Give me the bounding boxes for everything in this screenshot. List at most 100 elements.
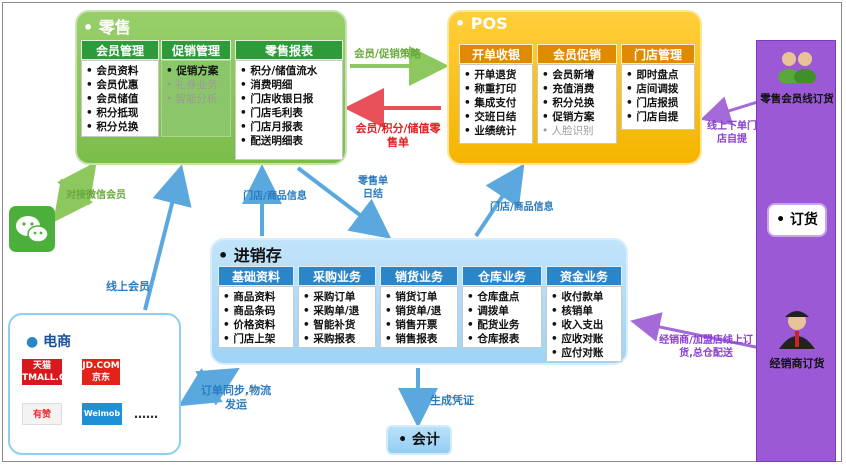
pos-col-store: 门店管理 即时盘点店间调拨门店报损门店自提 (621, 44, 695, 130)
col-header: 零售报表 (235, 40, 343, 60)
col-body: 促销方案礼券业务智能分析 (161, 60, 231, 137)
list-item: 会员储值 (86, 92, 158, 106)
pos-col-member: 会员促销 会员新增充值消费积分兑换促销方案人脸识别 (537, 44, 617, 144)
list-item: 交班日结 (464, 110, 532, 124)
list-item: 销货订单 (385, 290, 457, 304)
list-item: 门店收银日报 (240, 92, 342, 106)
members-icon (778, 52, 816, 83)
retail-member-label: 零售会员线订货 (760, 93, 834, 105)
col-header: 销货业务 (380, 266, 458, 286)
list-item: 销货单/退 (385, 304, 457, 318)
list-item: 促销方案 (542, 110, 616, 124)
list-item: 积分/储值流水 (240, 64, 342, 78)
label-online-pickup: 线上下单门店自提 (707, 121, 757, 145)
retail-group: • 零售 会员管理 会员资料会员优惠会员储值积分抵现积分兑换 促销管理 促销方案… (75, 10, 347, 165)
label-wechat: 对接微信会员 (66, 190, 126, 201)
arrow-wechat-retail-back (53, 168, 94, 223)
list-item: 调拨单 (467, 304, 541, 318)
list-item: 开单退货 (464, 68, 532, 82)
col-body: 开单退货称重打印集成支付交班日结业绩统计 (459, 64, 533, 144)
list-item: 集成支付 (464, 96, 532, 110)
list-item: 消费明细 (240, 78, 342, 92)
label-order-sync: 订单同步,物流发运 (200, 384, 272, 411)
list-item: 商品条码 (223, 304, 293, 318)
retail-col-promo: 促销管理 促销方案礼券业务智能分析 (161, 40, 231, 137)
jd-logo: JD.COM 京东 (82, 359, 120, 385)
list-item: 门店上架 (223, 332, 293, 346)
label-store-goods-right: 门店/商品信息 (490, 202, 554, 213)
arrow-inv-ec (178, 368, 235, 407)
col-body: 会员资料会员优惠会员储值积分抵现积分兑换 (81, 60, 159, 137)
arrow-ec-retail (143, 164, 192, 311)
list-item: 积分兑换 (86, 120, 158, 134)
list-item: 人脸识别 (542, 124, 616, 138)
tmall-logo: 天猫 TMALL.COM (22, 359, 83, 385)
list-item: 会员新增 (542, 68, 616, 82)
col-body: 积分/储值流水消费明细门店收银日报门店毛利表门店月报表配送明细表 (235, 60, 343, 160)
retail-title: • 零售 (83, 18, 131, 37)
col-body: 销货订单销货单/退销售开票销售报表 (380, 286, 458, 348)
retail-col-member: 会员管理 会员资料会员优惠会员储值积分抵现积分兑换 (81, 40, 159, 137)
list-item: 销售报表 (385, 332, 457, 346)
label-store-goods-left: 门店/商品信息 (243, 191, 307, 202)
wechat-bubbles-icon (16, 216, 49, 243)
label-member-sales: 会员/积分/储值零售单 (355, 122, 441, 149)
list-item: 门店报损 (626, 96, 694, 110)
distributor-label: 经销商订货 (769, 357, 825, 370)
list-item: 即时盘点 (626, 68, 694, 82)
inv-col-funds: 资金业务 收付款单核销单收入支出应收对账应付对账 (546, 266, 622, 362)
col-header: 促销管理 (161, 40, 231, 60)
col-body: 即时盘点店间调拨门店报损门店自提 (621, 64, 695, 130)
col-header: 资金业务 (546, 266, 622, 286)
arrow-inv-pos (474, 163, 525, 238)
list-item: 仓库报表 (467, 332, 541, 346)
label-distributor-flow: 经销商/加盟店线上订货,总仓配送 (659, 335, 753, 359)
label-member-promo: 会员/促销策略 (354, 48, 421, 60)
list-item: 称重打印 (464, 82, 532, 96)
pos-col-checkout: 开单收银 开单退货称重打印集成支付交班日结业绩统计 (459, 44, 533, 144)
list-item: 应收对账 (551, 332, 621, 346)
list-item: 促销方案 (166, 64, 230, 78)
col-header: 会员促销 (537, 44, 617, 64)
list-item: 会员优惠 (86, 78, 158, 92)
list-item: 商品资料 (223, 290, 293, 304)
list-item: 采购订单 (303, 290, 375, 304)
weimob-logo: Weimob 微盟 (82, 403, 122, 440)
inventory-title: • 进销存 (218, 246, 282, 265)
list-item: 采购报表 (303, 332, 375, 346)
accounting-box: • 会计 (386, 425, 452, 455)
inv-col-basic: 基础资料 商品资料商品条码价格资料门店上架 (218, 266, 294, 348)
col-header: 仓库业务 (462, 266, 542, 286)
col-body: 会员新增充值消费积分兑换促销方案人脸识别 (537, 64, 617, 144)
youzan-logo: 有赞 (22, 403, 62, 425)
list-item: 店间调拨 (626, 82, 694, 96)
col-header: 基础资料 (218, 266, 294, 286)
inv-col-sales: 销货业务 销货订单销货单/退销售开票销售报表 (380, 266, 458, 348)
inv-col-warehouse: 仓库业务 仓库盘点调拨单配货业务仓库报表 (462, 266, 542, 348)
right-panel: 零售会员线订货 • 订货 经销商订货 (756, 40, 836, 462)
inventory-group: • 进销存 基础资料 商品资料商品条码价格资料门店上架 采购业务 采购订单采购单… (210, 238, 628, 365)
wechat-icon (9, 206, 55, 252)
list-item: 门店毛利表 (240, 106, 342, 120)
arrow-retail-inv (296, 166, 392, 239)
list-item: 仓库盘点 (467, 290, 541, 304)
list-item: 积分兑换 (542, 96, 616, 110)
list-item: 会员资料 (86, 64, 158, 78)
ecommerce-title: ● 电商 (26, 334, 72, 350)
list-item: 销售开票 (385, 318, 457, 332)
col-body: 收付款单核销单收入支出应收对账应付对账 (546, 286, 622, 362)
list-item: 收付款单 (551, 290, 621, 304)
ecommerce-group: ● 电商 天猫 TMALL.COM JD.COM 京东 有赞 Weimob 微盟… (8, 313, 181, 455)
label-online-member: 线上会员 (106, 280, 150, 293)
col-body: 商品资料商品条码价格资料门店上架 (218, 286, 294, 348)
col-header: 采购业务 (298, 266, 376, 286)
col-body: 采购订单采购单/退智能补货采购报表 (298, 286, 376, 348)
list-item: 积分抵现 (86, 106, 158, 120)
arrow-distributor-inv (630, 312, 771, 352)
list-item: 收入支出 (551, 318, 621, 332)
list-item: 礼券业务 (166, 78, 230, 92)
list-item: 配货业务 (467, 318, 541, 332)
col-header: 会员管理 (81, 40, 159, 60)
label-retail-daily: 零售单日结 (358, 176, 388, 200)
